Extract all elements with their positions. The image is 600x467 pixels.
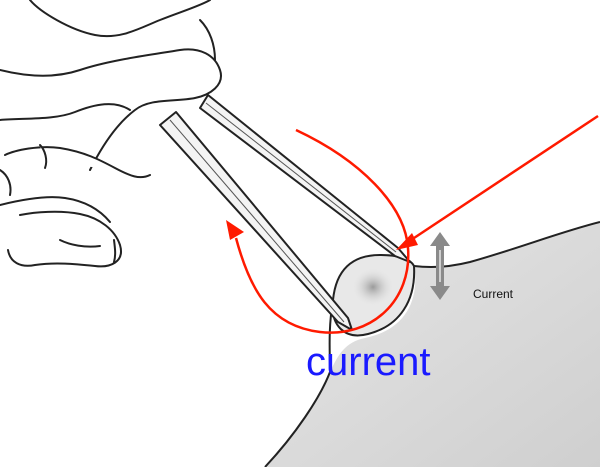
current-label-small: Current	[473, 287, 513, 301]
current-label-large: current	[306, 342, 431, 382]
current-loop-arrowhead	[226, 220, 244, 240]
current-entry-arrow-line	[408, 116, 598, 242]
coagulation-spot	[351, 267, 395, 307]
